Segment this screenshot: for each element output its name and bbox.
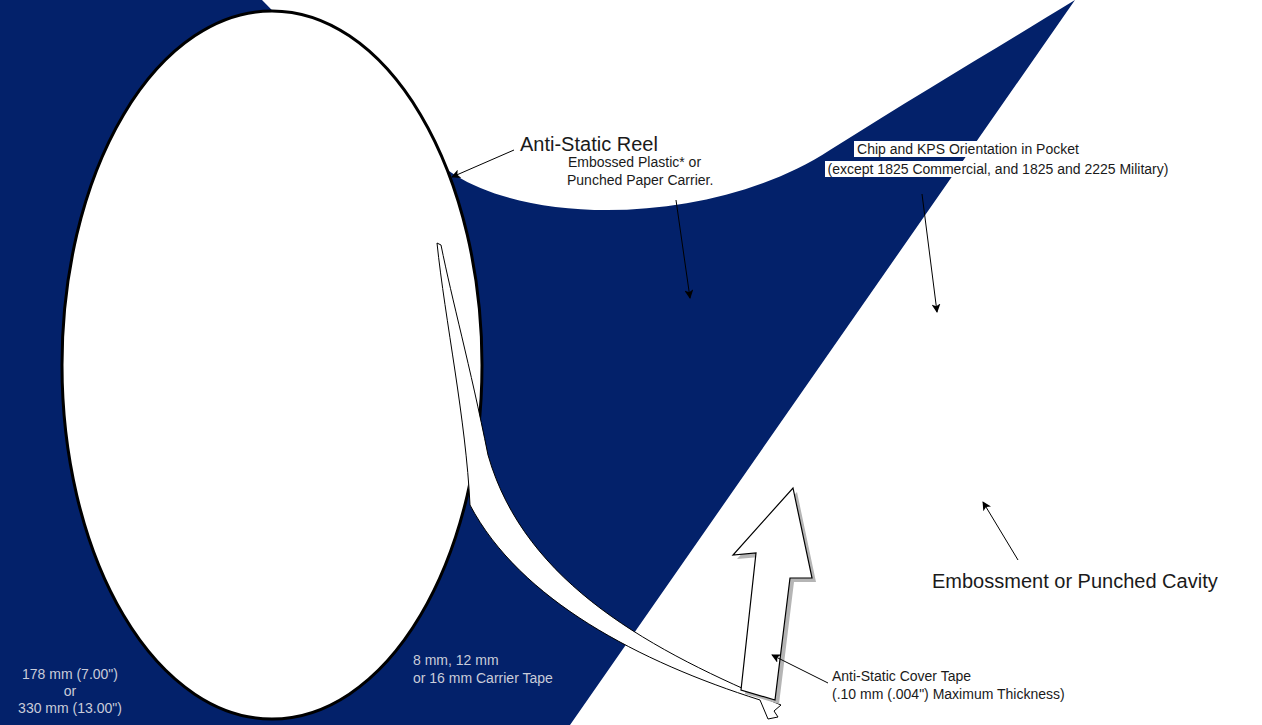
dimension-label: 330 mm (13.00")	[18, 700, 122, 716]
anti-static-reel	[62, 11, 482, 719]
leader-line	[922, 194, 937, 312]
dimension-label: (.10 mm (.004") Maximum Thickness)	[832, 686, 1065, 702]
part-label: Embossed Plastic* or	[568, 154, 701, 170]
leader-lines	[452, 150, 1018, 683]
dimension-label: 178 mm (7.00")	[22, 666, 118, 682]
part-label: Anti-Static Reel	[520, 133, 658, 156]
peel-arrow	[733, 488, 812, 700]
part-label: Punched Paper Carrier.	[567, 172, 713, 188]
leader-line	[676, 200, 690, 298]
dimension-label: or 16 mm Carrier Tape	[413, 670, 553, 686]
note-label: (except 1825 Commercial, and 1825 and 22…	[825, 161, 1172, 177]
part-label: Anti-Static Cover Tape	[832, 668, 971, 684]
dimension-label: 8 mm, 12 mm	[413, 652, 499, 668]
dimension-label: or	[64, 683, 76, 699]
leader-line	[452, 150, 514, 177]
part-label: Embossment or Punched Cavity	[932, 570, 1218, 593]
leader-line	[983, 502, 1018, 560]
navy-ground	[0, 0, 1075, 725]
leader-line	[772, 655, 828, 683]
note-label: Chip and KPS Orientation in Pocket	[854, 141, 1082, 157]
carrier-tape	[437, 243, 781, 719]
